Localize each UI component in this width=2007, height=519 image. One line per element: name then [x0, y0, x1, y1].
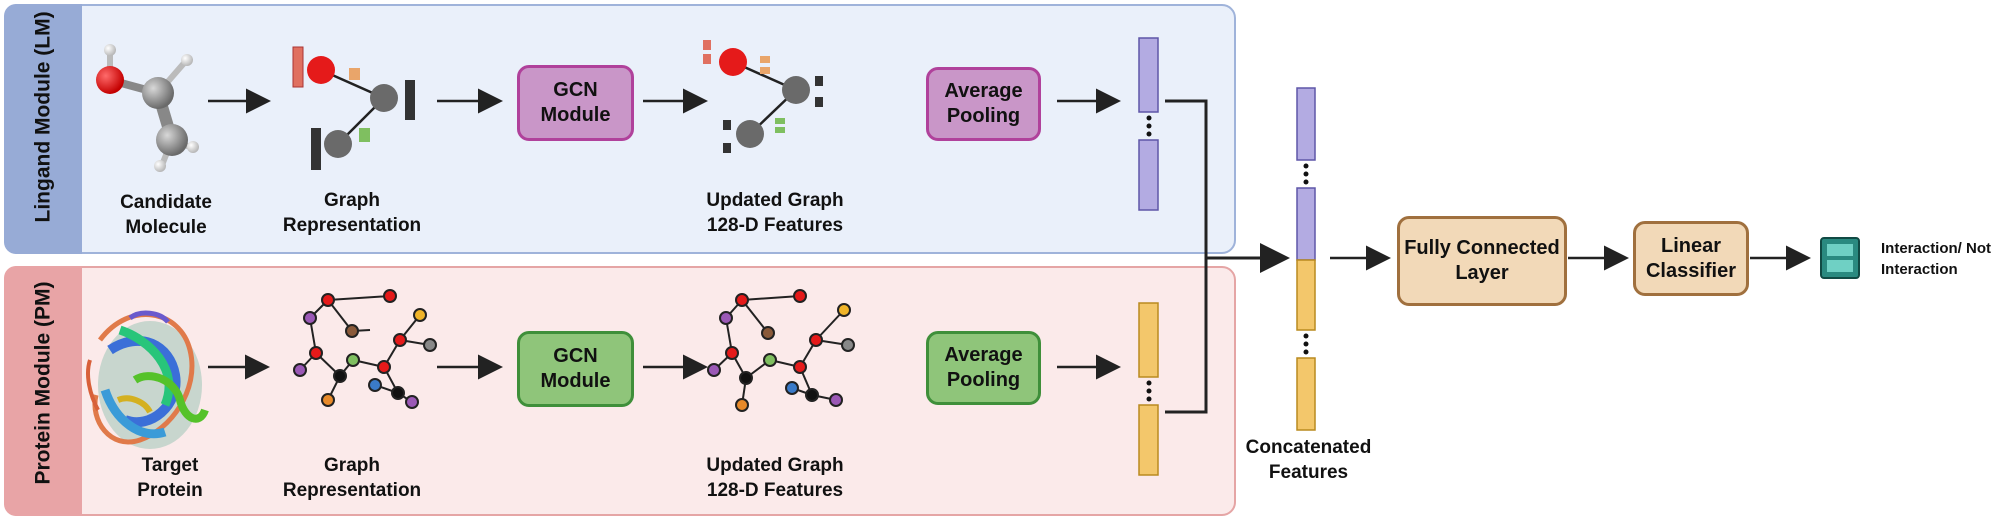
candidate-molecule-icon: [96, 44, 199, 172]
protein-gcn-module: GCN Module: [517, 331, 634, 407]
protein-graph-icon: [293, 289, 437, 409]
output-label: Interaction/ Not Interaction: [1881, 240, 1992, 278]
candidate-molecule-caption: Candidate Molecule: [120, 192, 212, 238]
protein-module-tab: [4, 266, 82, 516]
ligand-average-pooling: Average Pooling: [926, 67, 1041, 141]
target-protein-caption: Target Protein: [137, 455, 203, 501]
concatenated-features-caption: Concatenated Features: [1245, 437, 1372, 483]
protein-feature-vector: [1138, 302, 1159, 476]
target-protein-icon: [86, 310, 209, 449]
protein-updated-graph-icon: [707, 289, 855, 412]
ligand-updated-graph-caption: Updated Graph 128-D Features: [706, 190, 844, 236]
merge-connector: [1165, 99, 1290, 414]
protein-average-pooling: Average Pooling: [926, 331, 1041, 405]
linear-classifier: Linear Classifier: [1633, 221, 1749, 296]
output-icon: [1820, 237, 1860, 279]
ligand-graph-icon: [292, 46, 415, 170]
concatenated-feature-vector: [1296, 87, 1316, 431]
protein-updated-graph-caption: Updated Graph 128-D Features: [706, 455, 844, 501]
ligand-feature-vector: [1138, 37, 1159, 211]
ligand-updated-graph-icon: [703, 40, 823, 153]
ligand-module-tab: [4, 4, 82, 254]
ligand-gcn-module: GCN Module: [517, 65, 634, 141]
fully-connected-layer: Fully Connected Layer: [1397, 216, 1567, 306]
protein-graph-caption: Graph Representation: [282, 455, 422, 501]
ligand-graph-caption: Graph Representation: [282, 190, 422, 236]
